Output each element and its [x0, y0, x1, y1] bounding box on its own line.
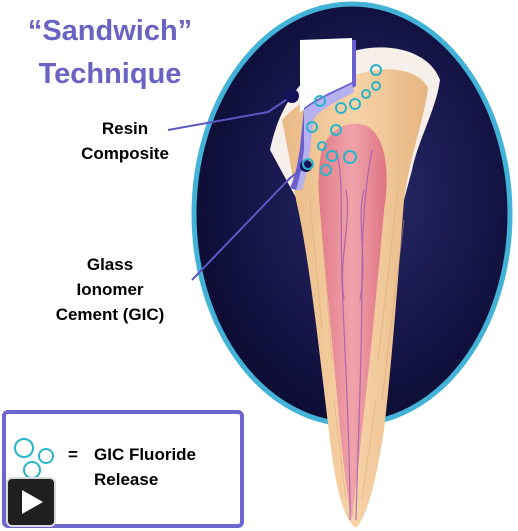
legend-label: GIC Fluoride Release [94, 442, 244, 492]
resin-label-line-2: Composite [50, 141, 200, 166]
legend-line-2: Release [94, 467, 244, 492]
resin-leader-dot [285, 89, 299, 103]
resin-composite-label: Resin Composite [50, 116, 200, 166]
gic-label-line-2: Ionomer [30, 277, 190, 302]
legend-equals: = [68, 442, 78, 467]
gic-label: Glass Ionomer Cement (GIC) [30, 252, 190, 327]
resin-label-line-1: Resin [50, 116, 200, 141]
gic-leader-dot [300, 160, 312, 172]
legend-line-1: GIC Fluoride [94, 442, 244, 467]
play-icon [16, 487, 46, 517]
title-line-2: Technique [10, 53, 210, 96]
gic-label-line-1: Glass [30, 252, 190, 277]
play-button[interactable] [6, 477, 56, 527]
title-line-1: “Sandwich” [10, 10, 210, 53]
gic-label-line-3: Cement (GIC) [30, 302, 190, 327]
diagram-title: “Sandwich” Technique [10, 10, 210, 96]
